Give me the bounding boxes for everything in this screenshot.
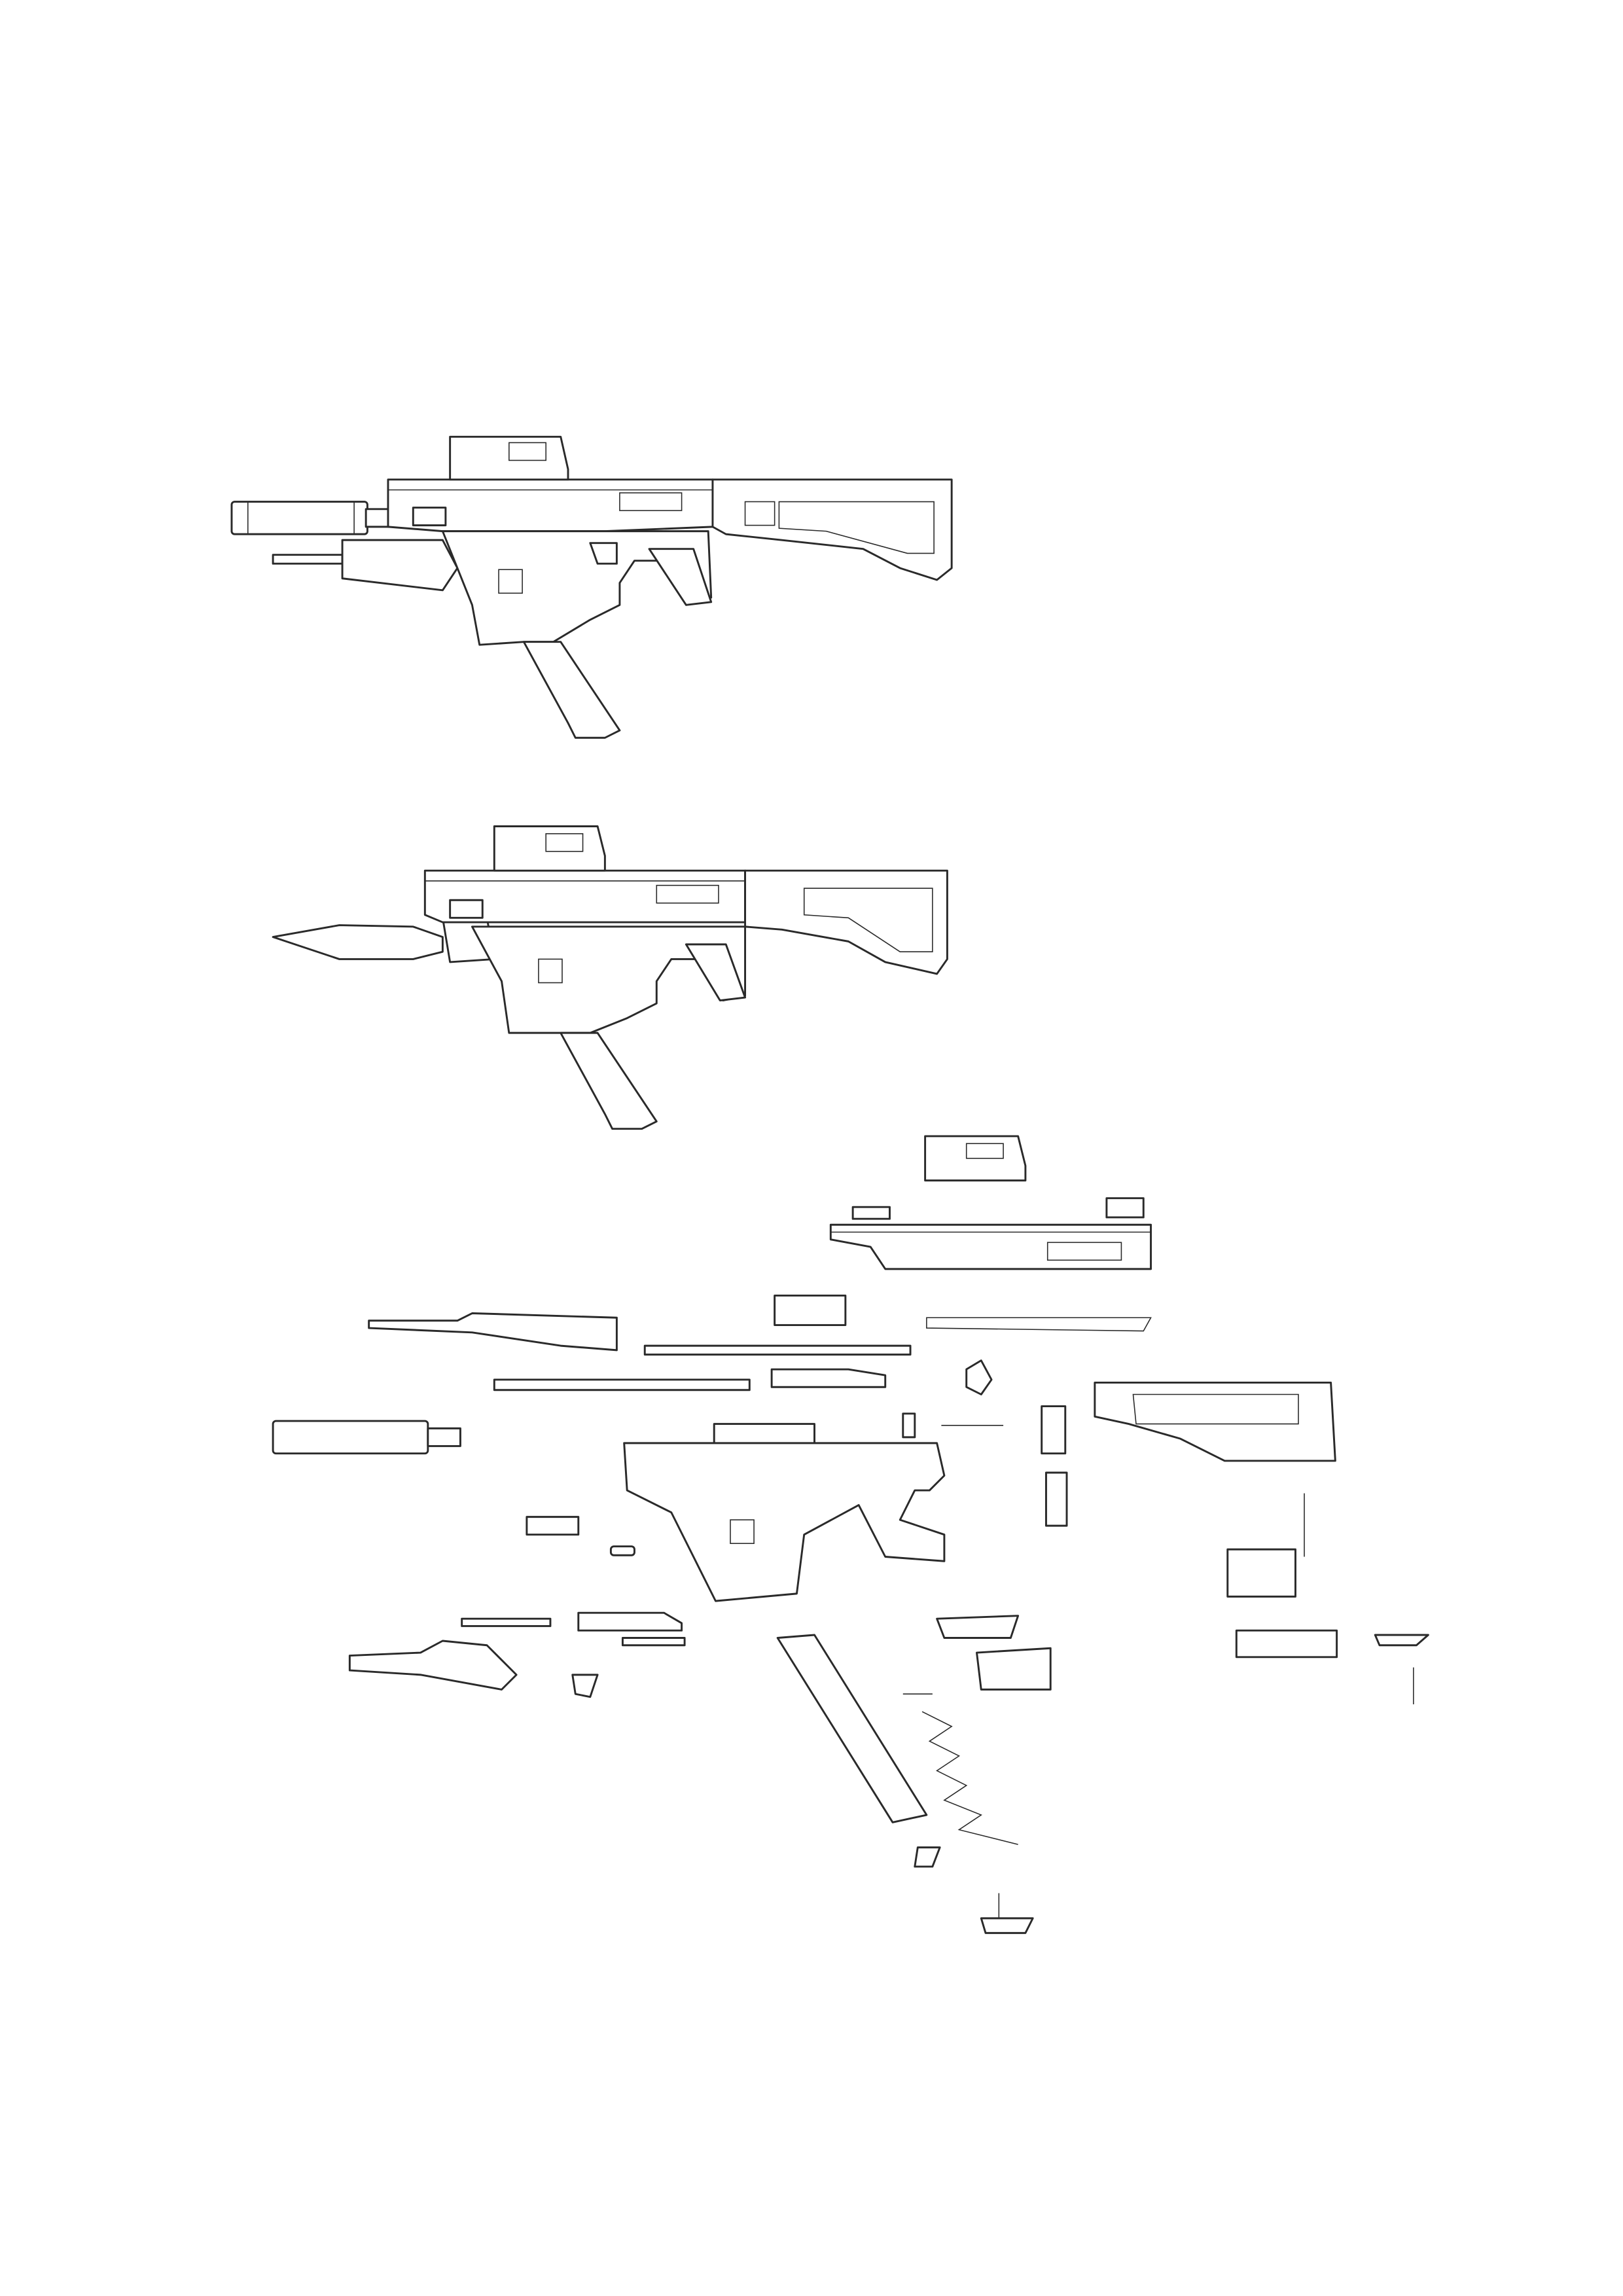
part-pin <box>851 1206 891 1220</box>
part-slide <box>770 1368 887 1388</box>
exploded-view <box>272 1135 1429 1934</box>
part-hammer <box>965 1359 993 1395</box>
part-extractor <box>577 1611 683 1632</box>
part-side-plate <box>1235 1629 1338 1659</box>
part-spring-rod <box>926 1317 1152 1332</box>
grip <box>648 548 713 606</box>
part-button <box>609 1545 635 1556</box>
part-lower-frame <box>623 1442 946 1602</box>
part-rail-end <box>1105 1197 1145 1219</box>
part-follower <box>914 1846 941 1868</box>
part-baseplate <box>980 1917 1034 1934</box>
part-muzzle-adapter <box>427 1427 461 1447</box>
part-pin-long <box>461 1617 552 1627</box>
part-upper-receiver <box>829 1223 1152 1270</box>
part-block <box>774 1294 847 1327</box>
part-sear <box>1041 1405 1067 1455</box>
part-handguard <box>348 1640 518 1691</box>
bayonet-blade <box>272 924 444 960</box>
part-firing-pin <box>526 1516 580 1536</box>
suppressor <box>230 501 368 535</box>
upper-receiver <box>423 869 747 924</box>
assembled-smg-bayonet <box>272 825 948 1130</box>
part-magazine-spring <box>902 1693 1018 1845</box>
part-latch <box>902 1412 916 1439</box>
stock <box>711 478 953 581</box>
part-trigger-housing <box>1044 1471 1068 1527</box>
magazine <box>522 641 621 739</box>
charging-handle <box>412 507 447 527</box>
trigger <box>589 542 618 565</box>
part-trigger-bar <box>936 1615 1020 1639</box>
part-magazine <box>776 1634 928 1823</box>
assembled-smg-suppressor <box>230 435 953 739</box>
part-flat-spring <box>621 1637 686 1647</box>
part-trigger <box>571 1674 599 1698</box>
optic <box>493 825 606 872</box>
part-grip-insert <box>1226 1548 1296 1598</box>
part-clip <box>1374 1634 1429 1647</box>
charging-handle <box>449 899 484 919</box>
part-trigger-group <box>976 1647 1052 1691</box>
magazine <box>560 1031 658 1130</box>
part-barrel <box>493 1378 751 1391</box>
handguard <box>341 539 459 592</box>
part-guide-rod <box>643 1344 912 1356</box>
part-stock <box>1094 1381 1336 1462</box>
part-bolt <box>368 1312 618 1352</box>
stock <box>744 869 948 975</box>
part-suppressor <box>272 1420 429 1455</box>
lower-frame <box>471 925 747 1034</box>
underbarrel-rod <box>272 554 344 565</box>
grip <box>685 943 747 1002</box>
